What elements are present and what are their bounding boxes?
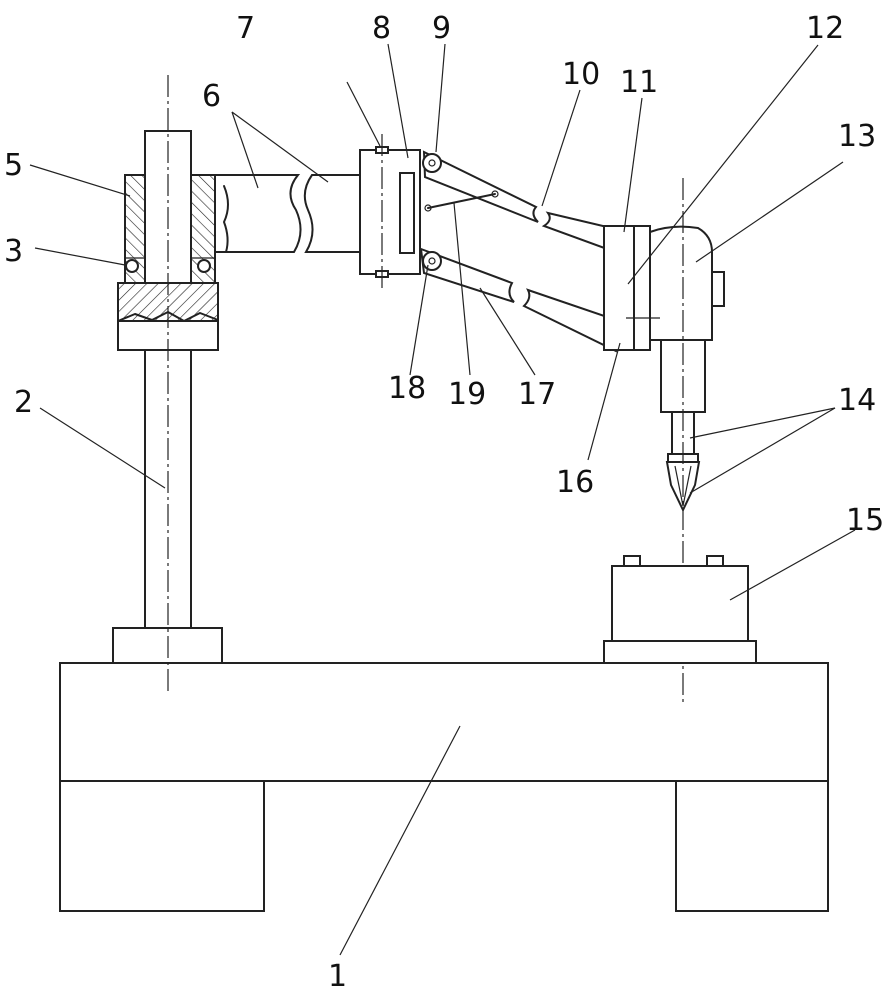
label-11: 11 [620, 65, 658, 100]
label-9: 9 [432, 11, 451, 46]
leader-lines [29, 43, 856, 956]
label-5: 5 [4, 148, 23, 183]
part-labels: 1 2 3 5 6 7 8 9 10 11 12 13 14 15 16 17 … [4, 11, 884, 994]
label-12: 12 [806, 11, 844, 46]
label-18: 18 [388, 371, 426, 406]
label-13: 13 [838, 119, 876, 154]
column-assembly [112, 75, 223, 693]
label-7: 7 [236, 11, 255, 46]
fixture [603, 555, 757, 664]
label-15: 15 [846, 503, 884, 538]
label-6: 6 [202, 79, 221, 114]
label-1: 1 [328, 959, 347, 994]
label-19: 19 [448, 377, 486, 412]
label-10: 10 [562, 57, 600, 92]
parallel-links [419, 150, 630, 353]
label-17: 17 [518, 377, 556, 412]
label-8: 8 [372, 11, 391, 46]
label-16: 16 [556, 465, 594, 500]
label-14: 14 [838, 383, 876, 418]
tool-head [603, 178, 725, 705]
base-table [59, 662, 829, 912]
label-3: 3 [4, 234, 23, 269]
bracket [359, 134, 421, 290]
label-2: 2 [14, 385, 33, 420]
